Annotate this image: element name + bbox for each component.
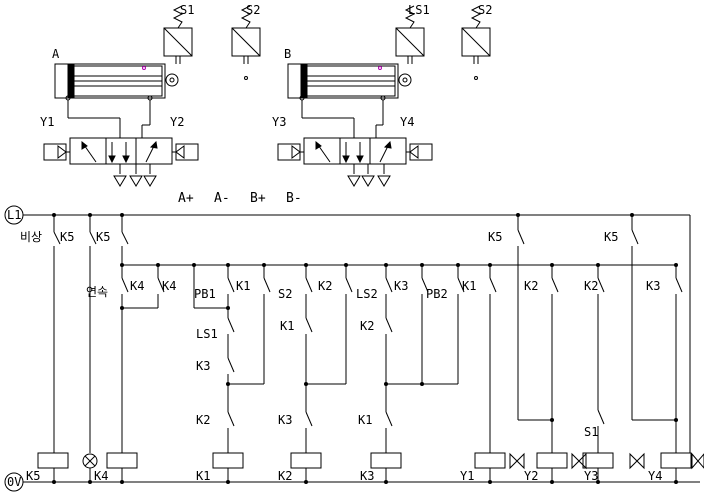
k4-a: K4	[130, 279, 144, 293]
rail-0v	[4, 472, 700, 492]
k3-a: K3	[394, 279, 408, 293]
rail-0v-label: 0V	[7, 475, 21, 489]
coil-k2-label: K2	[278, 469, 292, 483]
valve-a-y1: Y1	[40, 115, 54, 129]
valve-a	[43, 100, 199, 187]
cyl-a-label: A	[52, 47, 60, 61]
k5-top2: K5	[488, 230, 502, 244]
valve-b-y4: Y4	[400, 115, 414, 129]
cyl-a-s1: S1	[180, 3, 194, 17]
cyl-a-s2: S2	[246, 3, 260, 17]
sensor-ls1-b	[395, 5, 425, 64]
coil-y1-label: Y1	[460, 469, 474, 483]
junctions	[52, 213, 678, 484]
solenoid-y4	[691, 452, 704, 470]
coil-y3	[582, 452, 614, 469]
coil-y3-label: Y3	[584, 469, 598, 483]
solenoid-y2	[571, 452, 587, 470]
coil-k5-label: K5	[26, 469, 40, 483]
cyl-b-s2: S2	[478, 3, 492, 17]
s2: S2	[278, 287, 292, 301]
k2-b: K2	[524, 279, 538, 293]
rail-l1	[4, 205, 690, 225]
sensor-s1-a	[163, 5, 193, 64]
seq-1: A+	[178, 191, 194, 206]
lamp-k4	[82, 453, 98, 482]
k1-a: K1	[236, 279, 250, 293]
coil-k5	[37, 452, 69, 469]
coil-k1-label: K1	[196, 469, 210, 483]
cyl-b-ls1: LS1	[408, 3, 430, 17]
k2-a: K2	[318, 279, 332, 293]
k2-d: K2	[360, 319, 374, 333]
seq-3: B+	[250, 191, 266, 206]
coil-y1	[474, 452, 506, 469]
coil-k3	[370, 452, 402, 469]
k2-e: K2	[196, 413, 210, 427]
seq-4: B-	[286, 191, 302, 206]
valve-b	[277, 100, 433, 187]
solenoid-y1	[509, 452, 525, 470]
coil-k2	[290, 452, 322, 469]
k1-d: K1	[358, 413, 372, 427]
k5-top3: K5	[604, 230, 618, 244]
continuous-label: 연속	[86, 285, 108, 299]
k4-b: K4	[162, 279, 176, 293]
coil-k4	[106, 452, 138, 469]
valve-a-y2: Y2	[170, 115, 184, 129]
cylinder-a	[54, 63, 179, 101]
pb2: PB2	[426, 287, 448, 301]
s1: S1	[584, 425, 598, 439]
k5-emerg: K5	[60, 230, 74, 244]
coil-y4-label: Y4	[648, 469, 662, 483]
k3-b: K3	[646, 279, 660, 293]
ls2: LS2	[356, 287, 378, 301]
emergency-label: 비상	[20, 230, 42, 244]
ls1: LS1	[196, 327, 218, 341]
pb1: PB1	[194, 287, 216, 301]
coil-y4	[660, 452, 692, 469]
cylinder-b	[287, 63, 412, 101]
rail-l1-label: L1	[7, 208, 21, 222]
cyl-b-label: B	[284, 47, 291, 61]
coil-y2	[536, 452, 568, 469]
coil-y2-label: Y2	[524, 469, 538, 483]
k1-b: K1	[462, 279, 476, 293]
solenoid-y3	[629, 452, 645, 470]
k5-top1: K5	[96, 230, 110, 244]
coil-k4-label: K4	[94, 469, 108, 483]
k1-c: K1	[280, 319, 294, 333]
k2-c: K2	[584, 279, 598, 293]
seq-2: A-	[214, 191, 230, 206]
sensor-s2-b	[461, 5, 491, 80]
valve-b-y3: Y3	[272, 115, 286, 129]
k3-c: K3	[196, 359, 210, 373]
k3-d: K3	[278, 413, 292, 427]
sensor-s2-a	[231, 5, 261, 80]
coil-k1	[212, 452, 244, 469]
coil-k3-label: K3	[360, 469, 374, 483]
